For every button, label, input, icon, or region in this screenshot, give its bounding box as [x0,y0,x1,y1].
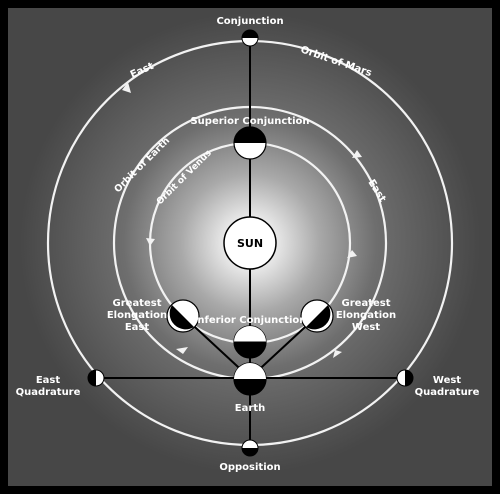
label-conjunction: Conjunction [216,16,283,27]
label-east-quadrature-2: Quadrature [16,387,81,398]
arrow-inner-left [146,238,155,246]
arrow-inner-right [347,250,357,258]
label-opposition: Opposition [219,462,280,473]
arrow-inner-east [352,150,362,158]
label-earth: Earth [235,403,265,414]
planet-inferior-conjunction [233,325,267,359]
label-ge-west-2: Elongation [336,310,396,321]
label-superior-conjunction: Superior Conjunction [190,116,309,127]
label-ge-east-1: Greatest [113,298,162,309]
planet-earth [233,362,267,396]
planet-east-quadrature [87,369,105,387]
planet-west-quadrature [396,369,414,387]
label-west-quadrature-2: Quadrature [415,387,480,398]
label-east-quadrature-1: East [36,375,61,386]
label-inferior-conjunction: Inferior Conjunction [194,315,307,326]
arrow-east-outer [122,82,131,93]
label-ge-west-3: West [352,322,380,333]
label-ge-west-1: Greatest [342,298,391,309]
planet-greatest-elongation-east [166,299,200,333]
label-ge-east-2: Elongation [107,310,167,321]
sun [223,216,277,270]
label-sun: SUN [237,237,263,250]
planet-opposition [241,439,259,457]
planet-conjunction [241,29,259,47]
label-west-quadrature-1: West [433,375,461,386]
arrow-outer-lower-right [333,350,342,358]
planet-superior-conjunction [233,126,267,160]
arrow-outer-lower-left [176,347,188,354]
label-ge-east-3: East [125,322,150,333]
planet-greatest-elongation-west [300,299,334,333]
